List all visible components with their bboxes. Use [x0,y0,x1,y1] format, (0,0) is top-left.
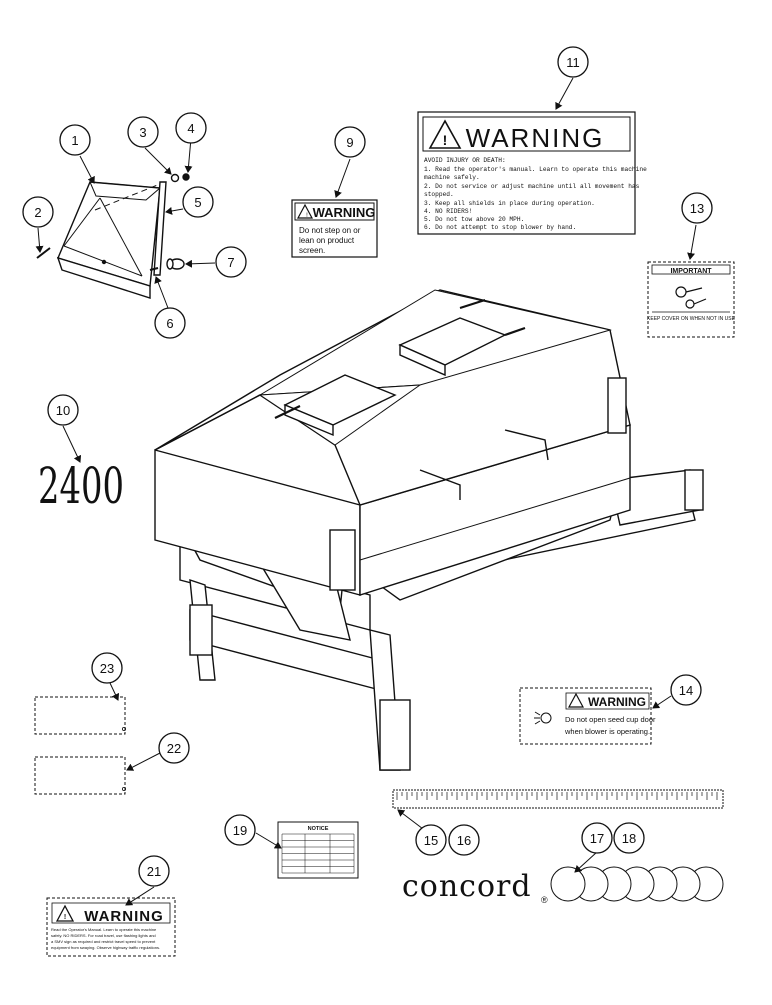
decal-14-line-1: Do not open seed cup door [565,715,656,724]
callout-label: 23 [100,661,114,676]
decal-13-title: IMPORTANT [670,268,712,275]
callout-label: 10 [56,403,70,418]
callout-label: 13 [690,201,704,216]
callout-label: 19 [233,823,247,838]
callout-label: 9 [346,135,353,150]
callout-label: 15 [424,833,438,848]
callout-7: 7 [215,246,247,278]
callout-18: 18 [613,822,645,854]
callout-4: 4 [175,112,207,144]
callout-15: 15 [415,824,447,856]
decal-11-line-7: 5. Do not tow above 20 MPH. [424,216,524,223]
decal-11-line-1: 1. Read the operator's manual. Learn to … [424,166,647,173]
decal-11-line-0: AVOID INJURY OR DEATH: [424,157,506,164]
decal-13-important: IMPORTANT KEEP COVER ON WHEN NOT IN USE [647,261,736,338]
callout-14: 14 [670,674,702,706]
blower-icon [534,711,552,725]
decal-21-road-warning: ! WARNING Read the Operator's Manual. Le… [46,897,176,957]
callout-6: 6 [154,307,186,339]
callout-11: 11 [557,46,589,78]
callout-22: 22 [158,732,190,764]
decal-23-blank [34,696,126,735]
key-icon [675,286,707,309]
callout-label: 14 [679,683,693,698]
mounting-bracket [153,181,167,276]
decal-11-line-3: 2. Do not service or adjust machine unti… [424,183,640,190]
model-number-decal: 2400 [38,457,124,515]
callout-5: 5 [182,186,214,218]
callout-label: 3 [139,125,146,140]
callout-9: 9 [334,126,366,158]
callout-3: 3 [127,116,159,148]
callout-label: 7 [227,255,234,270]
callout-2: 2 [22,196,54,228]
circle-decals-17-18 [550,866,724,902]
decal-19-notice-table: NOTICE [277,821,359,879]
callout-label: 17 [590,831,604,846]
decal-11-line-8: 6. Do not attempt to stop blower by hand… [424,224,576,231]
callout-13: 13 [681,192,713,224]
decal-9-line-3: screen. [299,246,325,255]
decal-9-line-2: lean on product [299,236,355,245]
callout-19: 19 [224,814,256,846]
air-cart-tank [154,289,704,771]
decal-19-title: NOTICE [308,826,329,832]
leader-lines [35,77,697,906]
decal-14-seed-cup-warning: WARNING Do not open seed cup door when b… [519,687,656,745]
warning-triangle-icon [428,119,462,149]
decal-14-line-2: when blower is operating. [564,727,650,736]
callout-label: 16 [457,833,471,848]
decal-9-step-warning: ! WARNING Do not step on or lean on prod… [291,199,378,258]
svg-text:!: ! [64,914,66,921]
decal-11-line-6: 4. NO RIDERS! [424,208,472,215]
nut-4 [182,173,190,181]
decal-21-line-2: a SMV sign as required and restrict trav… [51,939,156,944]
callout-23: 23 [91,652,123,684]
callout-label: 5 [194,195,201,210]
smv-sign-assembly [36,173,190,299]
decal-21-title: WARNING [84,908,164,925]
svg-text:!: ! [306,213,308,219]
callout-17: 17 [581,822,613,854]
decal-22-blank [34,756,126,795]
callout-label: 2 [34,205,41,220]
callout-10: 10 [47,394,79,426]
callout-label: 22 [167,741,181,756]
svg-text:!: ! [443,132,448,148]
bolt-2 [36,247,51,259]
callout-label: 6 [166,316,173,331]
bolt-6 [149,267,159,271]
brand-logo-decal: concord [402,869,532,904]
washer-3 [170,173,180,183]
decal-14-title: WARNING [588,695,646,709]
reflective-strip [392,789,724,809]
decal-21-line-1: safely. NO RIDERS. For road travel, use … [51,933,156,938]
decal-21-line-3: equipment from swaying. Observe highway … [51,945,160,950]
decal-9-line-1: Do not step on or [299,226,361,235]
decal-13-caption: KEEP COVER ON WHEN NOT IN USE [647,316,736,322]
decal-9-title: WARNING [313,205,376,220]
decal-21-line-0: Read the Operator's Manual. Learn to ope… [51,927,157,932]
brand-registered-mark: ® [541,895,548,905]
decal-11-line-4: stopped. [424,191,454,198]
callout-label: 18 [622,831,636,846]
decal-11-safety-warning: ! WARNING AVOID INJURY OR DEATH: 1. Read… [417,111,647,235]
callout-label: 21 [147,864,161,879]
callout-21: 21 [138,855,170,887]
callout-1: 1 [59,124,91,156]
decal-11-line-2: machine safely. [424,174,480,181]
decal-11-title: WARNING [466,123,605,153]
decal-11-line-5: 3. Keep all shields in place during oper… [424,200,595,207]
callout-16: 16 [448,824,480,856]
callout-label: 4 [187,121,194,136]
callout-label: 1 [71,133,78,148]
callout-label: 11 [566,55,580,70]
